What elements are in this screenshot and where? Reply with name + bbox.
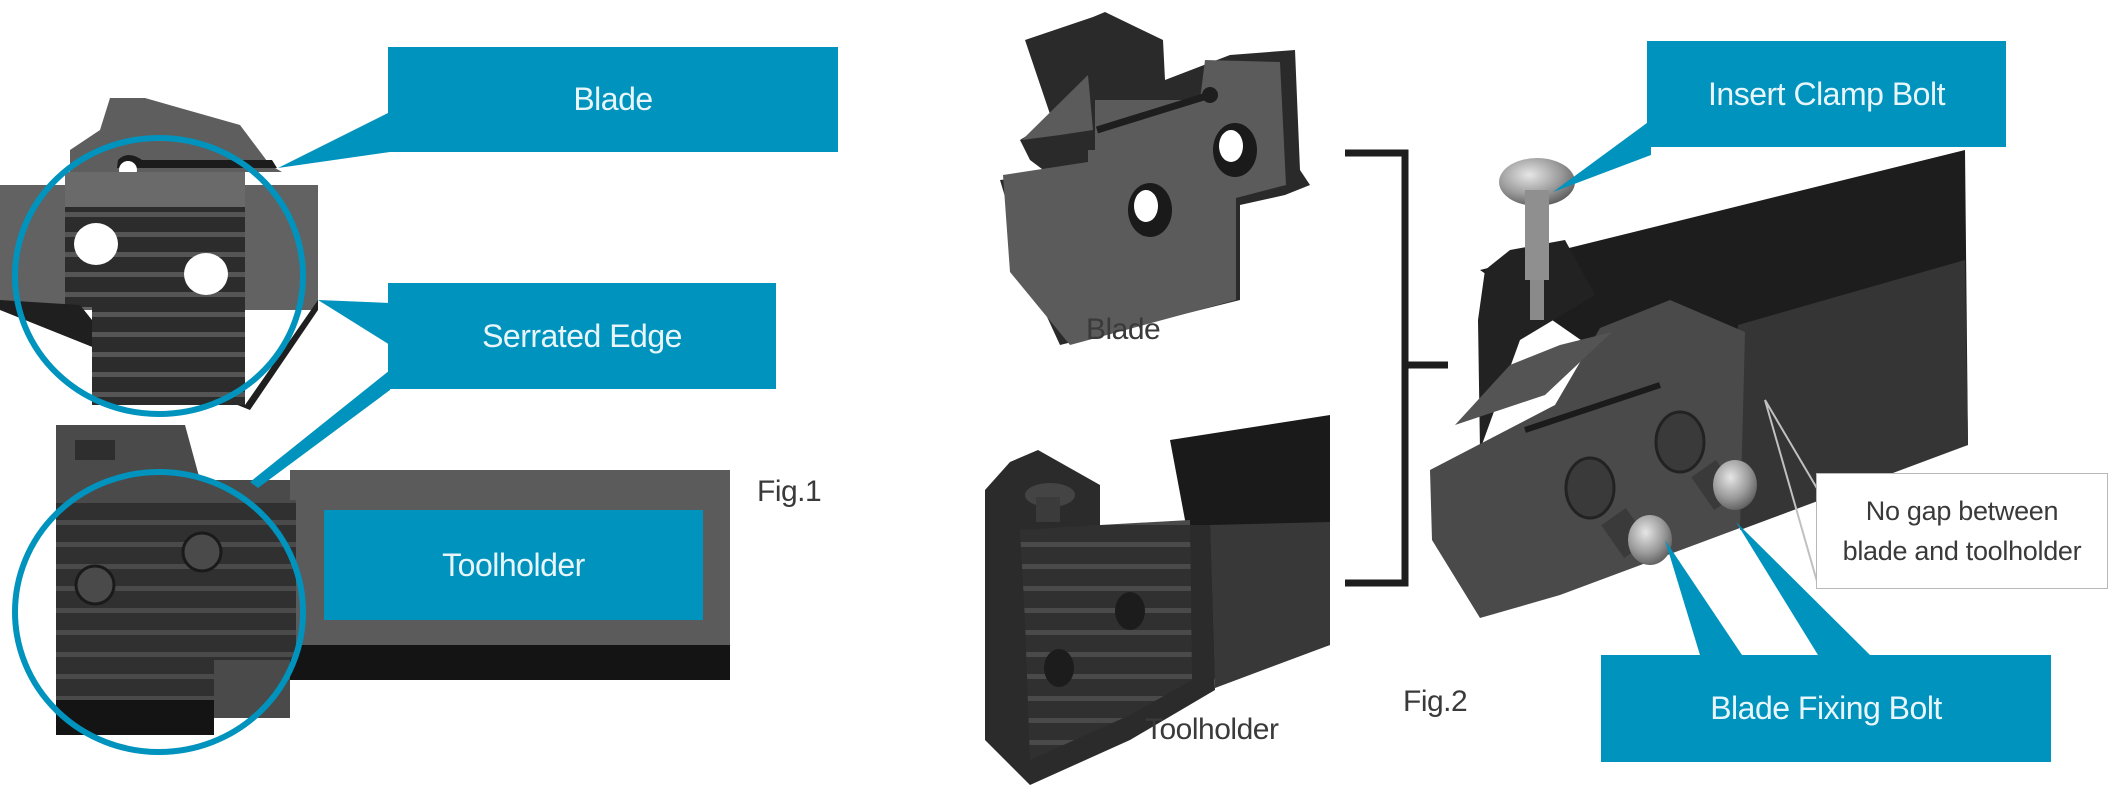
insert-clamp-bolt-callout: Insert Clamp Bolt (1647, 41, 2006, 147)
fig2-caption: Fig.2 (1403, 685, 1468, 718)
insert-clamp-bolt-head (1499, 158, 1575, 206)
no-gap-note-line1: No gap between (1865, 496, 2059, 526)
toolholder-callout-label: Toolholder (442, 546, 585, 583)
fig2-toolholder-part (985, 415, 1330, 785)
blade-callout: Blade (388, 47, 838, 152)
serrated-edge-callout-pointer-2 (250, 370, 390, 488)
fig2-blade-part (1000, 12, 1310, 345)
blade-callout-label: Blade (573, 81, 653, 117)
fig2-blade-label: Blade (1086, 313, 1161, 346)
blade-fixing-bolt-callout: Blade Fixing Bolt (1601, 655, 2051, 762)
fig1-blade-highlight-circle (12, 135, 306, 417)
blade-fixing-bolt-callout-label: Blade Fixing Bolt (1710, 690, 1942, 726)
fig1-blade-part (0, 98, 318, 410)
serrated-edge-callout: Serrated Edge (388, 283, 776, 389)
no-gap-leader-line (1764, 399, 1819, 586)
toolholder-callout: Toolholder (324, 510, 703, 620)
no-gap-note-line2: blade and toolholder (1842, 536, 2082, 566)
insert-clamp-bolt-callout-label: Insert Clamp Bolt (1708, 75, 1945, 112)
fig2-toolholder-label: Toolholder (1145, 713, 1279, 746)
serrated-edge-callout-pointer-1 (318, 300, 390, 345)
insert-clamp-bolt-pointer (1553, 120, 1651, 192)
serrated-edge-callout-label: Serrated Edge (482, 317, 682, 354)
fig2-assembled-tool (1430, 150, 1968, 618)
no-gap-note: No gap between blade and toolholder (1816, 473, 2108, 589)
fig1-toolholder-highlight-circle (12, 469, 306, 755)
blade-callout-pointer (278, 112, 390, 168)
blade-fixing-bolt-pointer-2 (1736, 522, 1870, 655)
fig1-caption: Fig.1 (757, 475, 822, 508)
blade-fixing-bolt-pointer-1 (1665, 540, 1742, 655)
assembly-bracket (1345, 149, 1448, 587)
